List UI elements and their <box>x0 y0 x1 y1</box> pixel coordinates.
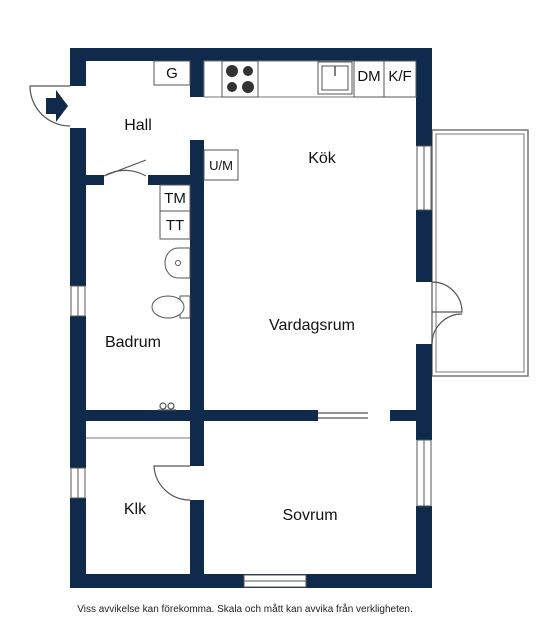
room-kok: Kök <box>308 150 337 167</box>
label-um: U/M <box>209 158 233 173</box>
room-vardagsrum: Vardagsrum <box>269 317 355 334</box>
windows <box>70 145 432 588</box>
label-tm: TM <box>164 190 186 207</box>
floor-drain-icon <box>158 402 176 411</box>
um-box <box>203 149 239 181</box>
dm-box <box>353 60 385 98</box>
room-badrum: Badrum <box>105 334 161 351</box>
label-tt: TT <box>166 217 184 234</box>
inner-walls <box>86 61 416 576</box>
room-sovrum: Sovrum <box>282 507 337 524</box>
label-dm: DM <box>357 68 380 85</box>
doors <box>29 85 463 501</box>
kf-box <box>383 60 417 98</box>
washbasin-icon <box>164 247 191 279</box>
disclaimer-text: Viss avvikelse kan förekomma. Skala och … <box>77 604 413 615</box>
toilet-icon <box>151 295 191 319</box>
kitchen-sink-icon <box>317 61 353 95</box>
g-box <box>153 60 191 86</box>
stove-icon <box>221 60 259 98</box>
room-hall: Hall <box>124 117 152 134</box>
balcony <box>431 129 529 377</box>
entrance-arrow-icon <box>46 90 68 122</box>
tt-box <box>159 210 191 240</box>
room-klk: Klk <box>124 501 147 518</box>
label-g: G <box>166 65 178 82</box>
label-kf: K/F <box>388 68 411 85</box>
outer-walls <box>70 48 432 588</box>
